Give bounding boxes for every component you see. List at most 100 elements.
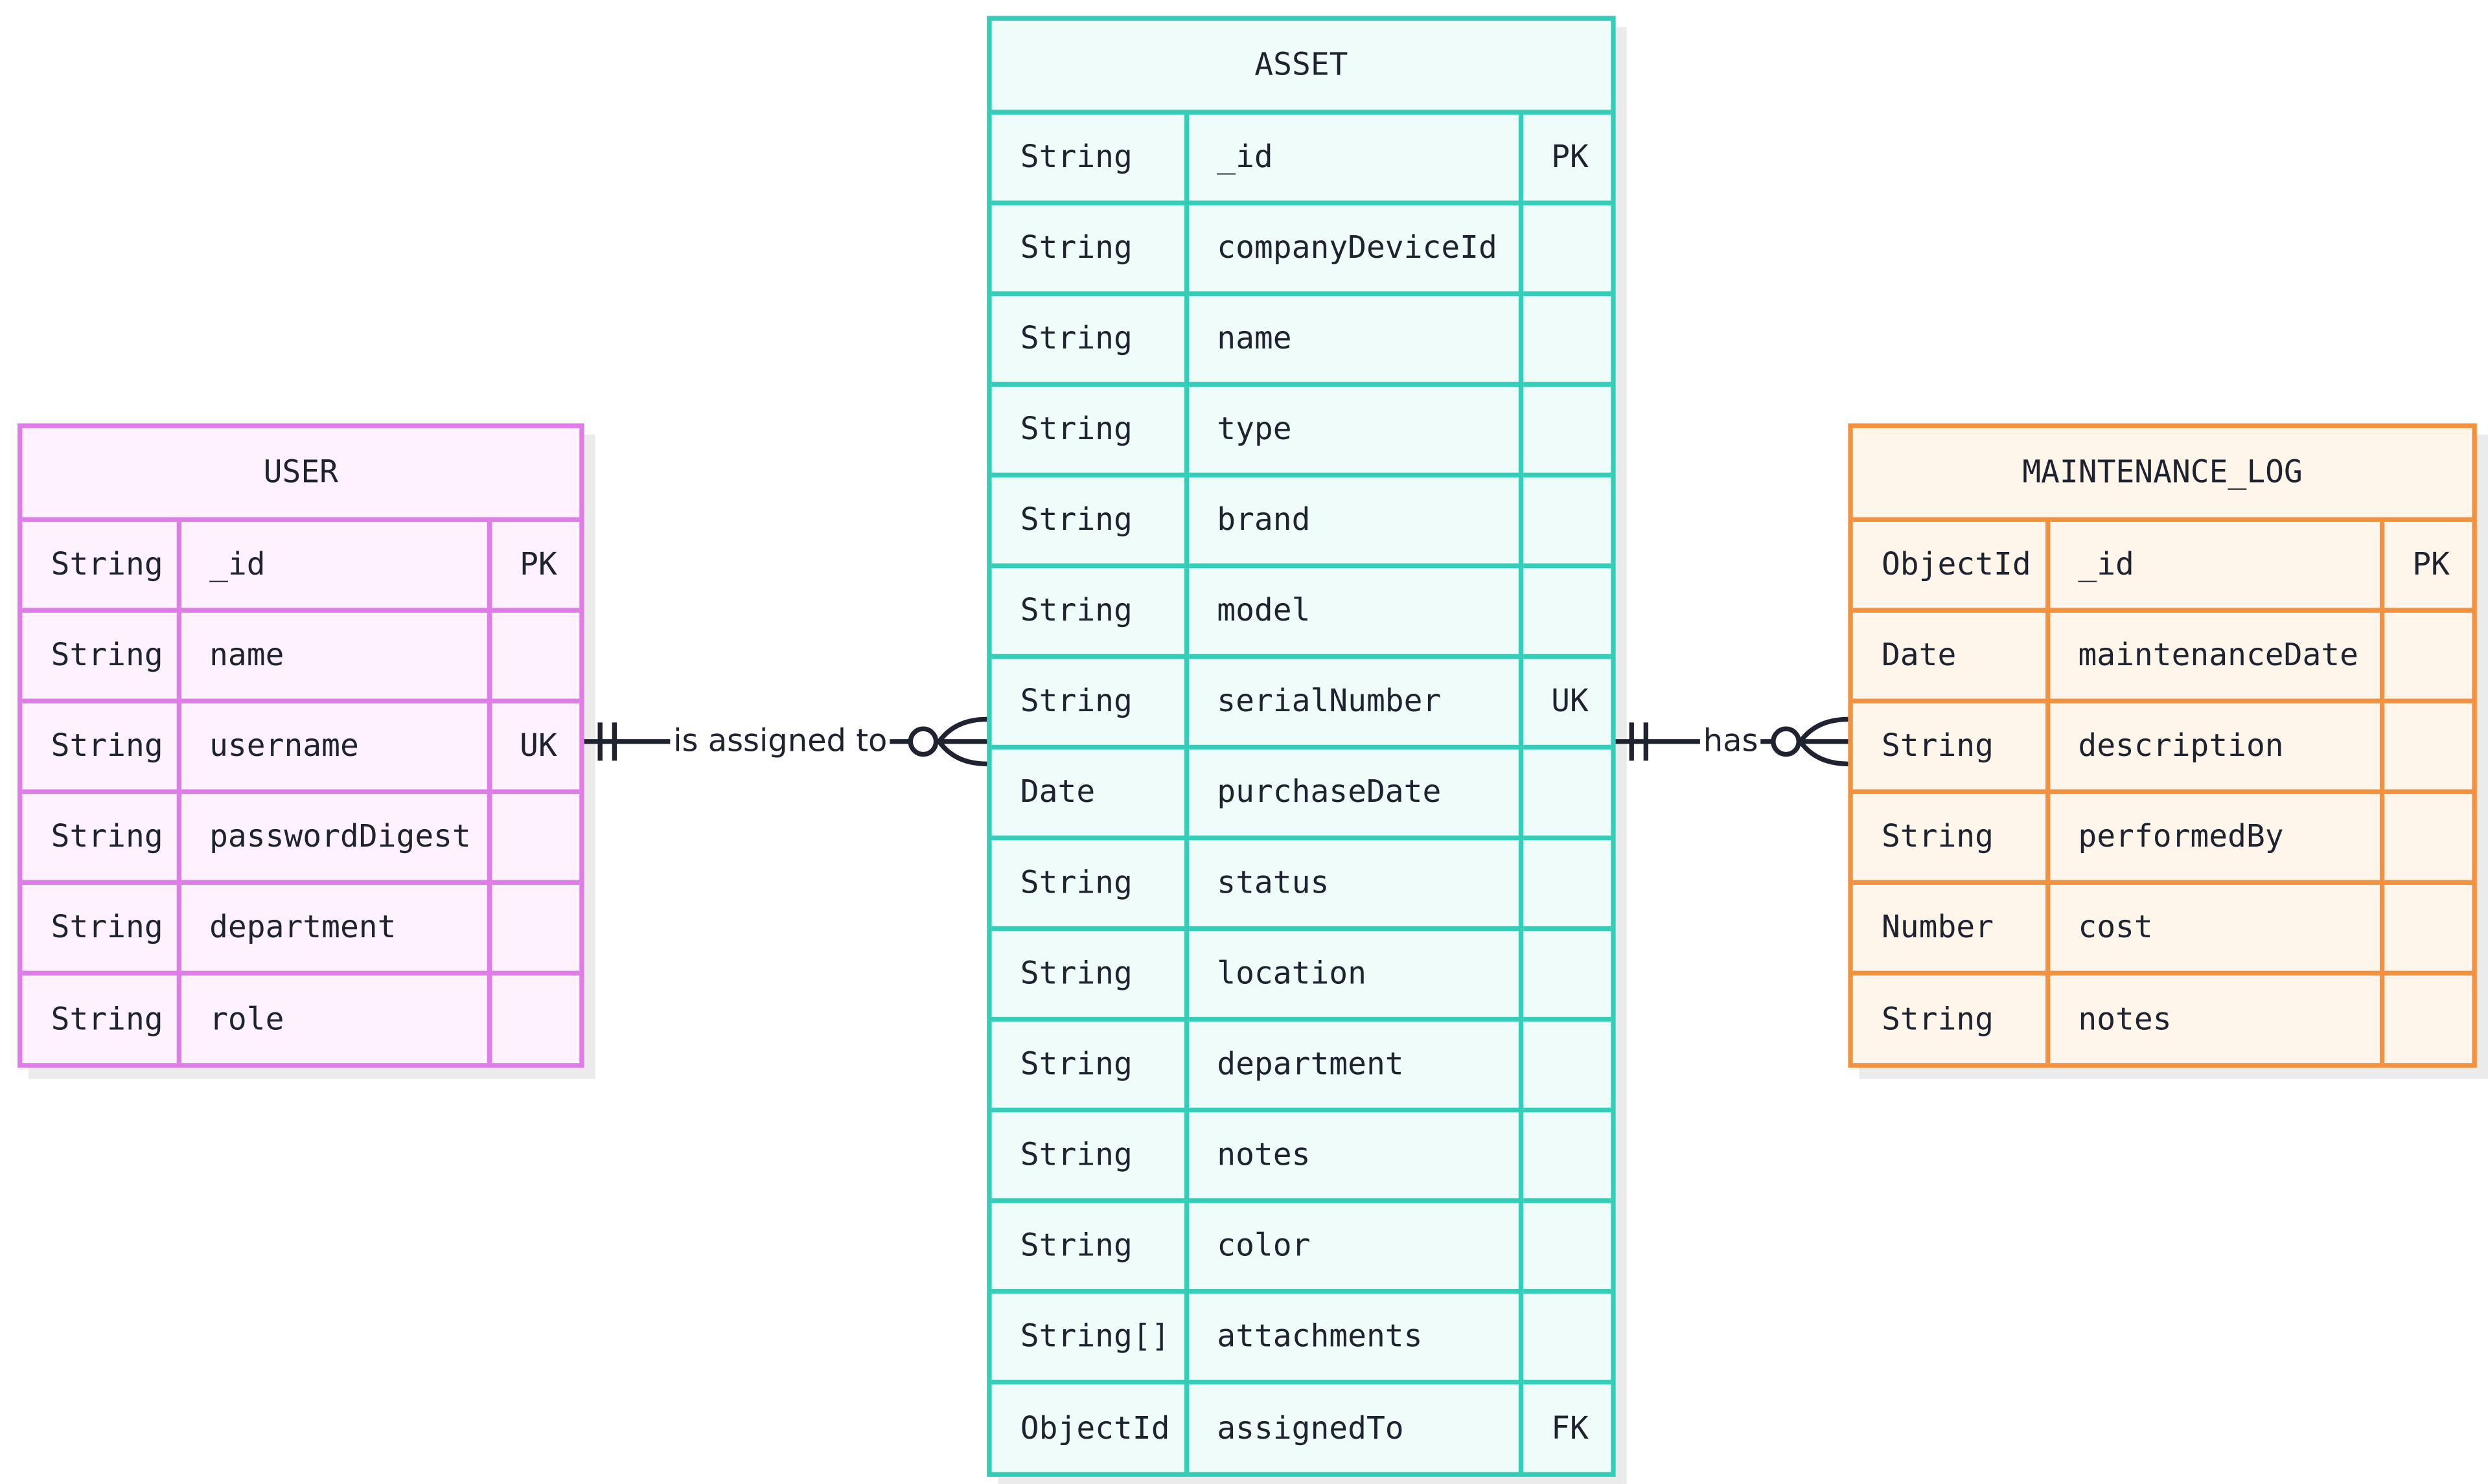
attribute-name: maintenanceDate bbox=[2044, 607, 2384, 703]
attribute-key: FK bbox=[1517, 1378, 1611, 1472]
attribute-name: name bbox=[1183, 290, 1523, 386]
attribute-type: String[] bbox=[991, 1288, 1189, 1384]
attribute-type: ObjectId bbox=[991, 1378, 1189, 1472]
attribute-type: String bbox=[22, 607, 181, 703]
attribute-name: _id bbox=[2044, 516, 2384, 612]
attribute-type: String bbox=[22, 698, 181, 793]
attribute-name: type bbox=[1183, 381, 1523, 477]
attribute-name: brand bbox=[1183, 472, 1523, 567]
attribute-name: role bbox=[176, 970, 491, 1064]
attribute-name: assignedTo bbox=[1183, 1378, 1523, 1472]
entity-title: ASSET bbox=[991, 20, 1611, 114]
attribute-type: String bbox=[991, 472, 1189, 567]
attribute-key bbox=[1517, 381, 1611, 477]
attribute-name: notes bbox=[2044, 970, 2384, 1064]
attribute-name: username bbox=[176, 698, 491, 793]
attribute-type: String bbox=[991, 925, 1189, 1022]
attribute-type: String bbox=[22, 788, 181, 884]
attribute-key: UK bbox=[486, 698, 580, 793]
attribute-type: String bbox=[991, 1197, 1189, 1294]
attribute-key bbox=[486, 788, 580, 884]
attribute-type: String bbox=[991, 1106, 1189, 1203]
relationship-label: has bbox=[1699, 722, 1762, 761]
attribute-key bbox=[2379, 788, 2472, 884]
attribute-type: String bbox=[1852, 970, 2050, 1064]
attribute-row: String[]attachments bbox=[991, 1288, 1611, 1384]
attribute-type: String bbox=[1852, 698, 2050, 793]
attribute-type: String bbox=[991, 109, 1189, 205]
attribute-name: _id bbox=[1183, 109, 1523, 205]
attribute-name: _id bbox=[176, 516, 491, 612]
attribute-key bbox=[2379, 607, 2472, 703]
attribute-key bbox=[486, 970, 580, 1064]
attribute-key: PK bbox=[2379, 516, 2472, 612]
attribute-type: Date bbox=[991, 744, 1189, 839]
attribute-key bbox=[2379, 879, 2472, 975]
attribute-type: String bbox=[991, 562, 1189, 658]
attribute-type: ObjectId bbox=[1852, 516, 2050, 612]
attribute-name: purchaseDate bbox=[1183, 744, 1523, 839]
many-crowfoot bbox=[1797, 716, 1849, 766]
attribute-key bbox=[1517, 1288, 1611, 1384]
attribute-key bbox=[1517, 744, 1611, 839]
attribute-type: String bbox=[1852, 788, 2050, 884]
attribute-key bbox=[2379, 698, 2472, 793]
attribute-type: String bbox=[991, 1016, 1189, 1112]
attribute-type: String bbox=[22, 970, 181, 1064]
attribute-key bbox=[1517, 925, 1611, 1022]
many-crowfoot bbox=[936, 716, 987, 766]
attribute-type: String bbox=[991, 834, 1189, 930]
attribute-type: String bbox=[991, 653, 1189, 749]
attribute-key bbox=[1517, 834, 1611, 930]
attribute-name: status bbox=[1183, 834, 1523, 930]
attribute-type: String bbox=[991, 381, 1189, 477]
attribute-type: String bbox=[991, 290, 1189, 386]
attribute-key bbox=[2379, 970, 2472, 1064]
attribute-name: color bbox=[1183, 1197, 1523, 1294]
attribute-key: UK bbox=[1517, 653, 1611, 749]
attribute-name: notes bbox=[1183, 1106, 1523, 1203]
attribute-name: performedBy bbox=[2044, 788, 2384, 884]
zero-marker bbox=[908, 726, 939, 757]
attribute-key: PK bbox=[486, 516, 580, 612]
entity-title: MAINTENANCE_LOG bbox=[1852, 428, 2472, 521]
attribute-key bbox=[1517, 1197, 1611, 1294]
attribute-type: Date bbox=[1852, 607, 2050, 703]
attribute-key bbox=[486, 879, 580, 975]
attribute-name: model bbox=[1183, 562, 1523, 658]
attribute-name: location bbox=[1183, 925, 1523, 1022]
attribute-key bbox=[1517, 200, 1611, 295]
attribute-key bbox=[1517, 562, 1611, 658]
attribute-type: Number bbox=[1852, 879, 2050, 975]
attribute-key bbox=[1517, 472, 1611, 567]
attribute-name: name bbox=[176, 607, 491, 703]
attribute-name: description bbox=[2044, 698, 2384, 793]
attribute-type: String bbox=[991, 200, 1189, 295]
